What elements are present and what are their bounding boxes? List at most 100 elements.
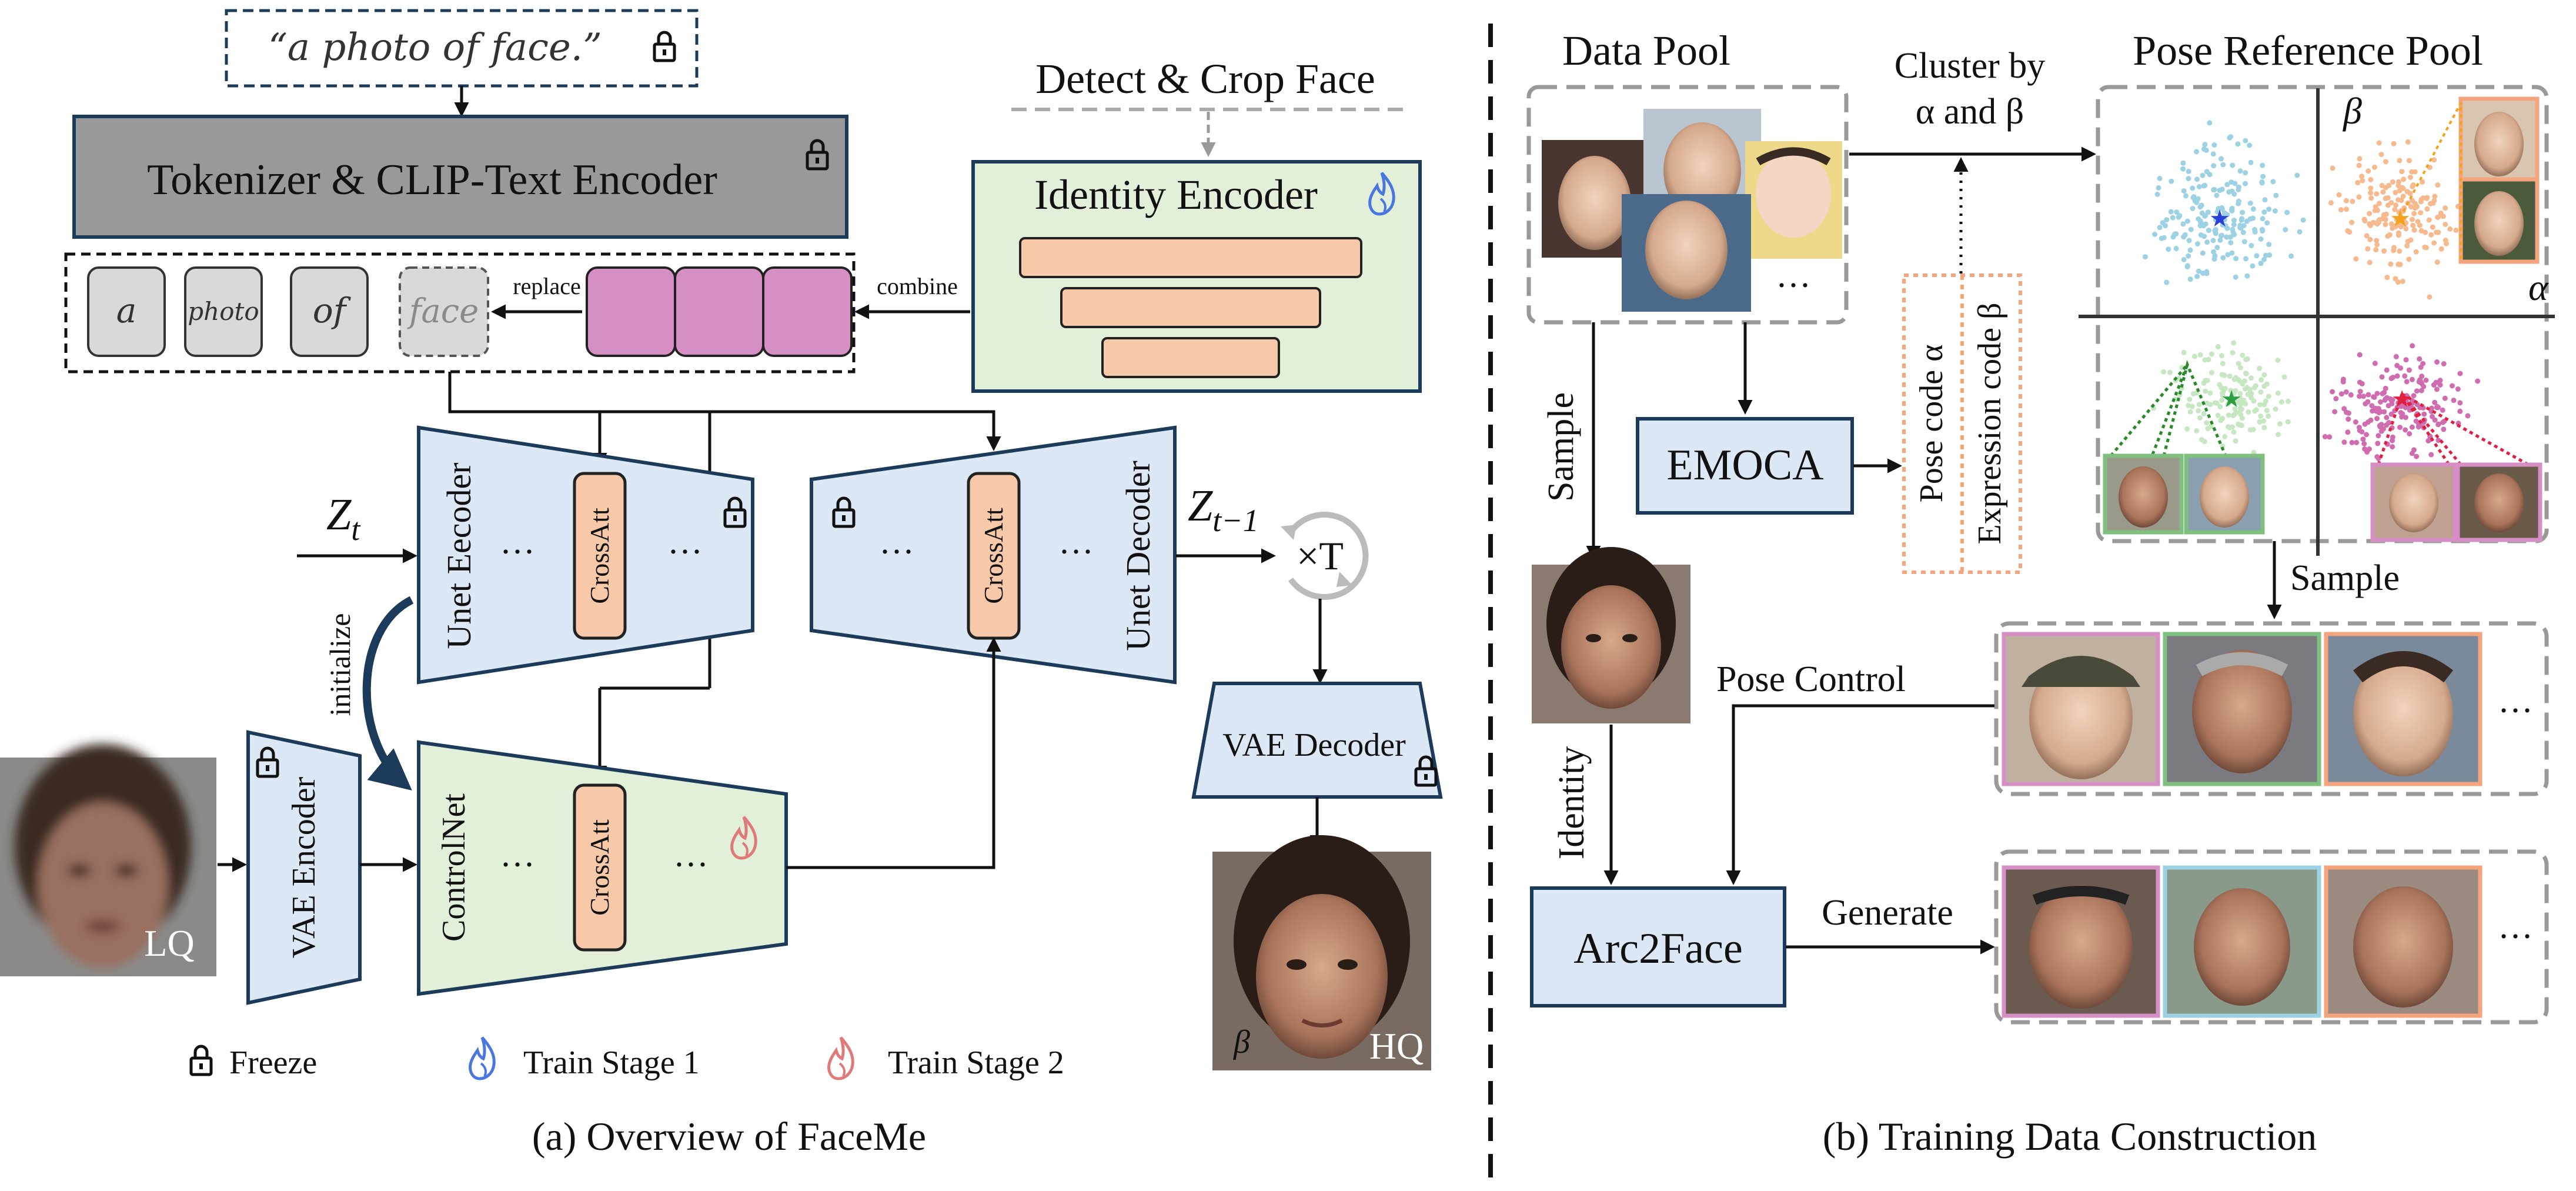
scatter-dot [2333,396,2339,402]
scatter-dot [2270,179,2276,185]
scatter-dot [2410,222,2416,228]
scatter-dot [2208,423,2214,429]
unet-decoder-label: Unet Decoder [1119,461,1157,651]
scatter-dot [2207,390,2213,396]
scatter-dot [2237,391,2243,396]
scatter-dot [2390,375,2396,381]
scatter-dot [2455,386,2461,392]
scatter-dot [2388,221,2394,227]
data-pool-box [1526,85,1849,325]
vae-decoder-shape [1191,682,1443,799]
scatter-dot [2156,185,2161,191]
scatter-dot [2397,248,2403,254]
legend-flame-red-icon [829,1037,853,1079]
scatter-dot [2250,263,2256,269]
scatter-dot [2403,357,2409,363]
scatter-dot [2362,446,2368,452]
emoca-box [1636,417,1854,515]
scatter-dot [2440,407,2445,413]
scatter-dot [2441,361,2447,366]
scatter-dot [2353,256,2359,262]
scatter-dot [2243,138,2248,144]
pose-sample-faces [2002,632,2483,786]
scatter-dot [2260,174,2266,179]
scatter-dot [2397,262,2403,268]
scatter-dot [2217,237,2223,243]
unet-encoder-ellipsis-left: ··· [500,532,535,571]
scatter-dot [2404,243,2410,249]
scatter-dot [2244,218,2250,224]
scatter-dot [2365,392,2371,398]
scatter-dot [2222,386,2228,392]
lq-label: LQ [144,922,194,964]
scatter-dot [2371,164,2377,170]
scatter-dot [2181,256,2187,262]
scatter-dot [2359,429,2365,435]
controlnet-crossatt [573,783,627,952]
scatter-dot [2409,424,2415,430]
data-pool-title: Data Pool [1562,27,1730,74]
scatter-dot [2388,261,2394,267]
scatter-dot [2213,231,2218,236]
scatter-dot [2238,217,2244,223]
scatter-dot [2374,238,2380,243]
scatter-dot [2243,356,2249,362]
scatter-dot [2374,391,2380,396]
scatter-dot [2227,373,2233,379]
scatter-dot [2189,403,2195,409]
caption-b: (b) Training Data Construction [1823,1114,2317,1159]
scatter-dot [2427,294,2433,300]
scatter-dot [2409,216,2415,222]
scatter-dot [2258,389,2264,395]
scatter-dot [2273,406,2278,412]
scatter-dot [2228,207,2234,213]
scatter-dot [2433,379,2439,385]
scatter-dot [2453,227,2459,233]
scatter-dot [2238,406,2244,412]
scatter-dot [2414,388,2420,394]
combine-label: combine [877,273,958,299]
scatter-dot [2357,393,2363,399]
sample-right-label: Sample [2290,558,2400,598]
scatter-dot [2391,245,2397,251]
legend-stage2: Train Stage 2 [888,1045,1064,1081]
scatter-dot [2428,452,2434,458]
scatter-dot [2429,405,2434,411]
scatter-dot [2152,231,2157,237]
scatter-dot [2359,174,2365,179]
scatter-dot [2475,378,2481,384]
scatter-dot [2338,207,2344,213]
controlnet-ellipsis-right: ··· [673,845,709,884]
scatter-dot [2396,231,2402,237]
scatter-dot [2457,400,2463,406]
scatter-dot [2263,252,2268,258]
scatter-dot [2300,217,2306,223]
scatter-dot [2374,408,2380,414]
scatter-dot [2344,198,2349,203]
scatter-dot [2360,436,2366,442]
z-t-label: Zt [326,490,361,547]
scatter-dot [2166,246,2171,252]
z-t1-label: Zt−1 [1188,481,1259,538]
scatter-dot [2218,156,2224,162]
scatter-dot [2237,168,2243,174]
scatter-dot [2373,204,2378,210]
scatter-dot [2231,222,2237,228]
scatter-dot [2258,377,2264,383]
scatter-dot [2257,402,2263,408]
scatter-dot [2344,409,2349,415]
scatter-dot [2247,142,2253,148]
scatter-dot [2211,163,2217,169]
scatter-dot [2244,273,2250,279]
scatter-dot [2431,240,2437,246]
emoca-label: EMOCA [1666,441,1823,489]
scatter-dot [2364,432,2369,438]
scatter-dot [2229,250,2235,256]
arc2face-box [1530,886,1786,1007]
scatter-dot [2426,217,2432,223]
scatter-dot [2236,201,2241,206]
scatter-dot [2187,247,2193,253]
identity-layer-2 [1060,287,1321,328]
scatter-dot [2442,395,2448,401]
scatter-dot [2157,225,2163,231]
